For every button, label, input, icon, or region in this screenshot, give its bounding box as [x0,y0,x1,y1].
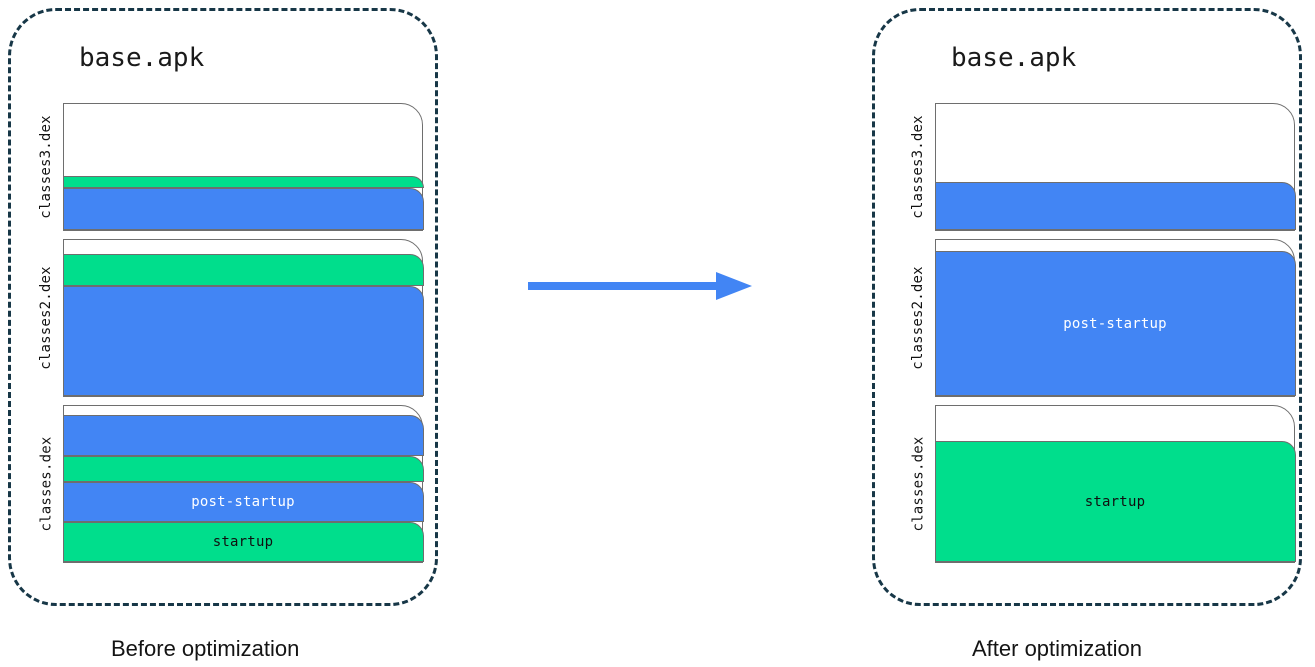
dex-segment-post-startup [62,286,424,396]
dex-label-classes-after: classes.dex [910,436,927,532]
dex-segment-post-startup-labeled: post-startup [62,482,424,522]
dex-block-classes3-before [62,102,424,231]
dex-segment-empty [63,102,424,176]
dex-segment-empty [63,404,424,415]
dex-segment-empty [935,404,1296,441]
dex-group-classes2-after: classes2.dex post-startup [905,238,1296,397]
dex-segment-startup [62,254,424,286]
dex-group-classes3-before: classes3.dex [33,102,424,231]
dex-block-classes2-after: post-startup [934,238,1296,397]
dex-block-classes-after: startup [934,404,1296,563]
dex-segment-post-startup [934,182,1296,230]
dex-segment-empty [935,102,1296,182]
dex-segment-post-startup [62,415,424,456]
apk-title-before: base.apk [79,43,205,73]
dex-segment-post-startup-labeled: post-startup [934,251,1296,396]
dex-group-classes-after: classes.dex startup [905,404,1296,563]
dex-label-classes2-before: classes2.dex [38,266,55,370]
dex-group-classes3-after: classes3.dex [905,102,1296,231]
apk-container-before: base.apk classes3.dex classes2.dex [8,8,438,606]
apk-container-after: base.apk classes3.dex classes2.dex pos [872,8,1302,606]
dex-label-classes-before: classes.dex [38,436,55,532]
dex-segment-startup [62,456,424,482]
apk-title-after: base.apk [951,43,1077,73]
caption-before-optimization: Before optimization [111,636,300,661]
dex-block-classes3-after [934,102,1296,231]
dex-block-classes-before: post-startup startup [62,404,424,563]
dex-segment-empty [935,238,1296,251]
dex-segments: post-startup startup [62,404,424,562]
dex-block-classes2-before [62,238,424,397]
dex-label-classes2-after: classes2.dex [910,266,927,370]
dex-segment-post-startup [62,188,424,230]
transition-arrow [520,262,760,310]
dex-label-classes3-before: classes3.dex [38,115,55,219]
dex-segments [62,238,424,396]
dex-segment-startup-labeled: startup [934,441,1296,562]
dex-group-classes-before: classes.dex post-startup startup [33,404,424,563]
dex-group-classes2-before: classes2.dex [33,238,424,397]
dex-segments: startup [934,404,1296,562]
dex-segment-empty [63,238,424,254]
dex-label-classes3-after: classes3.dex [910,115,927,219]
right-arrow-icon [528,272,752,300]
dex-segment-startup [62,176,424,188]
caption-after-optimization: After optimization [972,636,1142,661]
dex-segments [62,102,424,230]
dex-segments: post-startup [934,238,1296,396]
dex-segments [934,102,1296,230]
dex-segment-startup-labeled: startup [62,522,424,562]
